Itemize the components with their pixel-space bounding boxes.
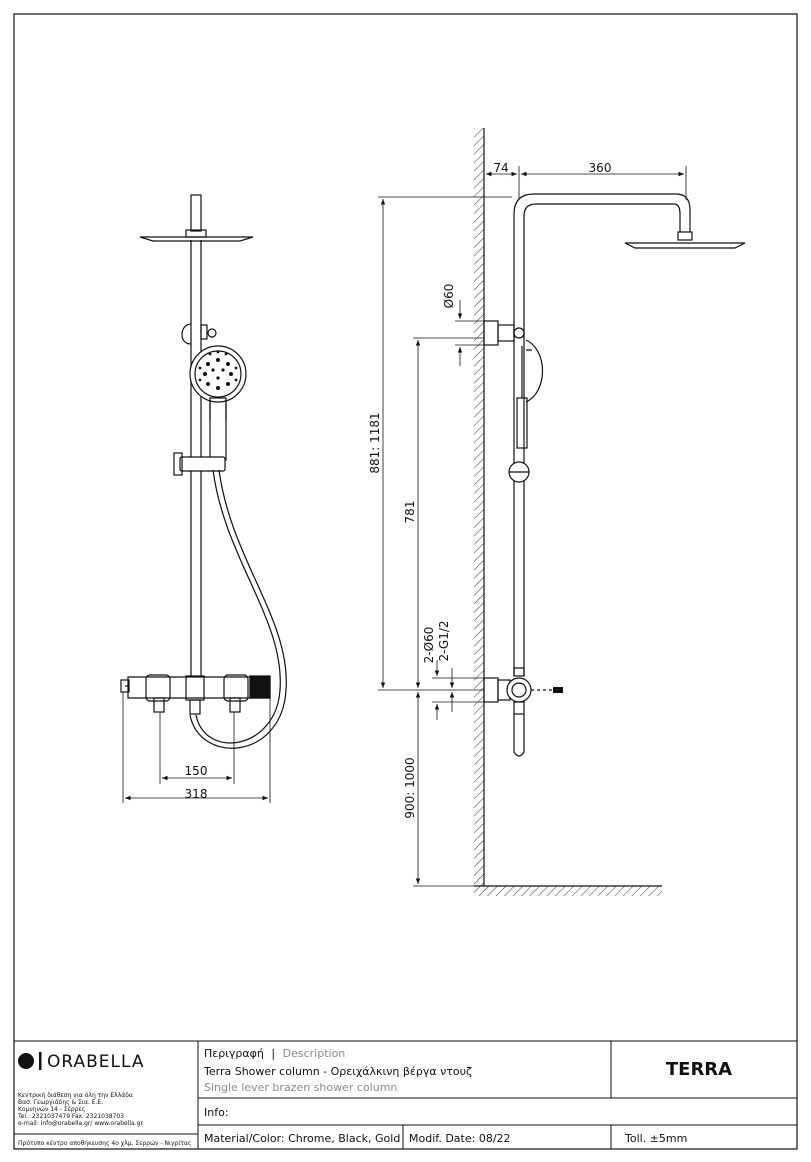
modification-date: Modif. Date: 08/22	[409, 1132, 511, 1145]
dim-d60-top: Ø60	[442, 284, 456, 309]
product-name: TERRA	[666, 1059, 732, 1080]
dim-318: 318	[185, 787, 208, 801]
description-label-gr: Περιγραφή	[204, 1047, 264, 1060]
front-view-drawing	[120, 194, 287, 749]
logo-divider	[39, 1052, 42, 1070]
description-line-2: Single lever brazen shower column	[204, 1081, 397, 1094]
dim-781: 781	[403, 501, 417, 524]
hand-shower-nozzles	[198, 350, 238, 390]
company-line-5: e-mail: info@orabella.gr/ www.orabella.g…	[18, 1120, 143, 1127]
brand-name: ORABELLA	[47, 1052, 145, 1072]
title-block-frame	[13, 1040, 798, 1150]
factory-line: Πρότυπο κέντρο αποθήκευσης 4ο χλμ. Σερρώ…	[18, 1140, 191, 1147]
orabella-logo-icon	[18, 1053, 34, 1069]
company-line-2: Βασ. Γεωργιάδης & Σια. Ε.Ε.	[18, 1099, 103, 1106]
dim-74: 74	[493, 161, 508, 175]
front-view-dimension-lines	[122, 692, 271, 803]
dim-360: 360	[589, 161, 612, 175]
company-line-1: Κεντρική διάθεση για όλη την Ελλάδα	[18, 1092, 133, 1099]
company-line-4: Tel.: 2321037479 Fax. 2321038703	[17, 1113, 124, 1120]
dim-881-1181: 881: 1181	[368, 412, 382, 473]
info-label: Info:	[204, 1106, 229, 1119]
description-line-1: Terra Shower column - Ορειχάλκινη βέργα …	[203, 1065, 472, 1078]
side-view-dimension-lines	[378, 166, 687, 887]
tolerance: Toll. ±5mm	[624, 1132, 687, 1145]
dim-2-g1-2: 2-G1/2	[437, 620, 451, 661]
description-label-en: Description	[283, 1047, 346, 1060]
material-color: Material/Color: Chrome, Black, Gold	[204, 1132, 400, 1145]
dim-150: 150	[185, 764, 208, 778]
dim-2-d60: 2-Ø60	[422, 627, 436, 664]
mixer-handle	[553, 687, 563, 693]
sheet-border	[13, 13, 798, 1150]
company-line-3: Κομνηνών 14 - Σέρρες	[18, 1106, 85, 1113]
floor-hatching	[474, 886, 662, 896]
side-view-drawing	[483, 193, 746, 757]
wall-hatching	[474, 128, 484, 886]
description-separator: |	[271, 1047, 275, 1060]
description-heading: Περιγραφή | Description	[204, 1047, 345, 1060]
dim-900-1000: 900: 1000	[403, 757, 417, 818]
